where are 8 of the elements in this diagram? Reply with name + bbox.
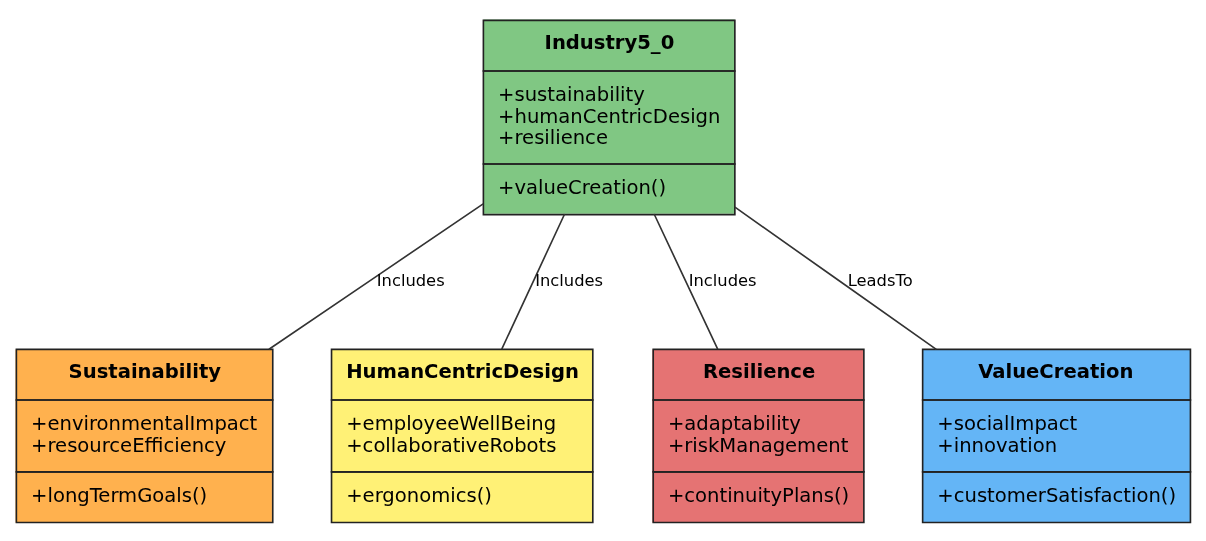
- connector: [500, 212, 566, 350]
- connector: [734, 205, 938, 350]
- connector: [268, 202, 484, 350]
- edge-label: LeadsTo: [847, 270, 913, 290]
- edge-label: Includes: [688, 270, 757, 290]
- edge-label: Includes: [535, 270, 604, 290]
- edge-label: Includes: [376, 270, 445, 290]
- connector: [653, 212, 719, 350]
